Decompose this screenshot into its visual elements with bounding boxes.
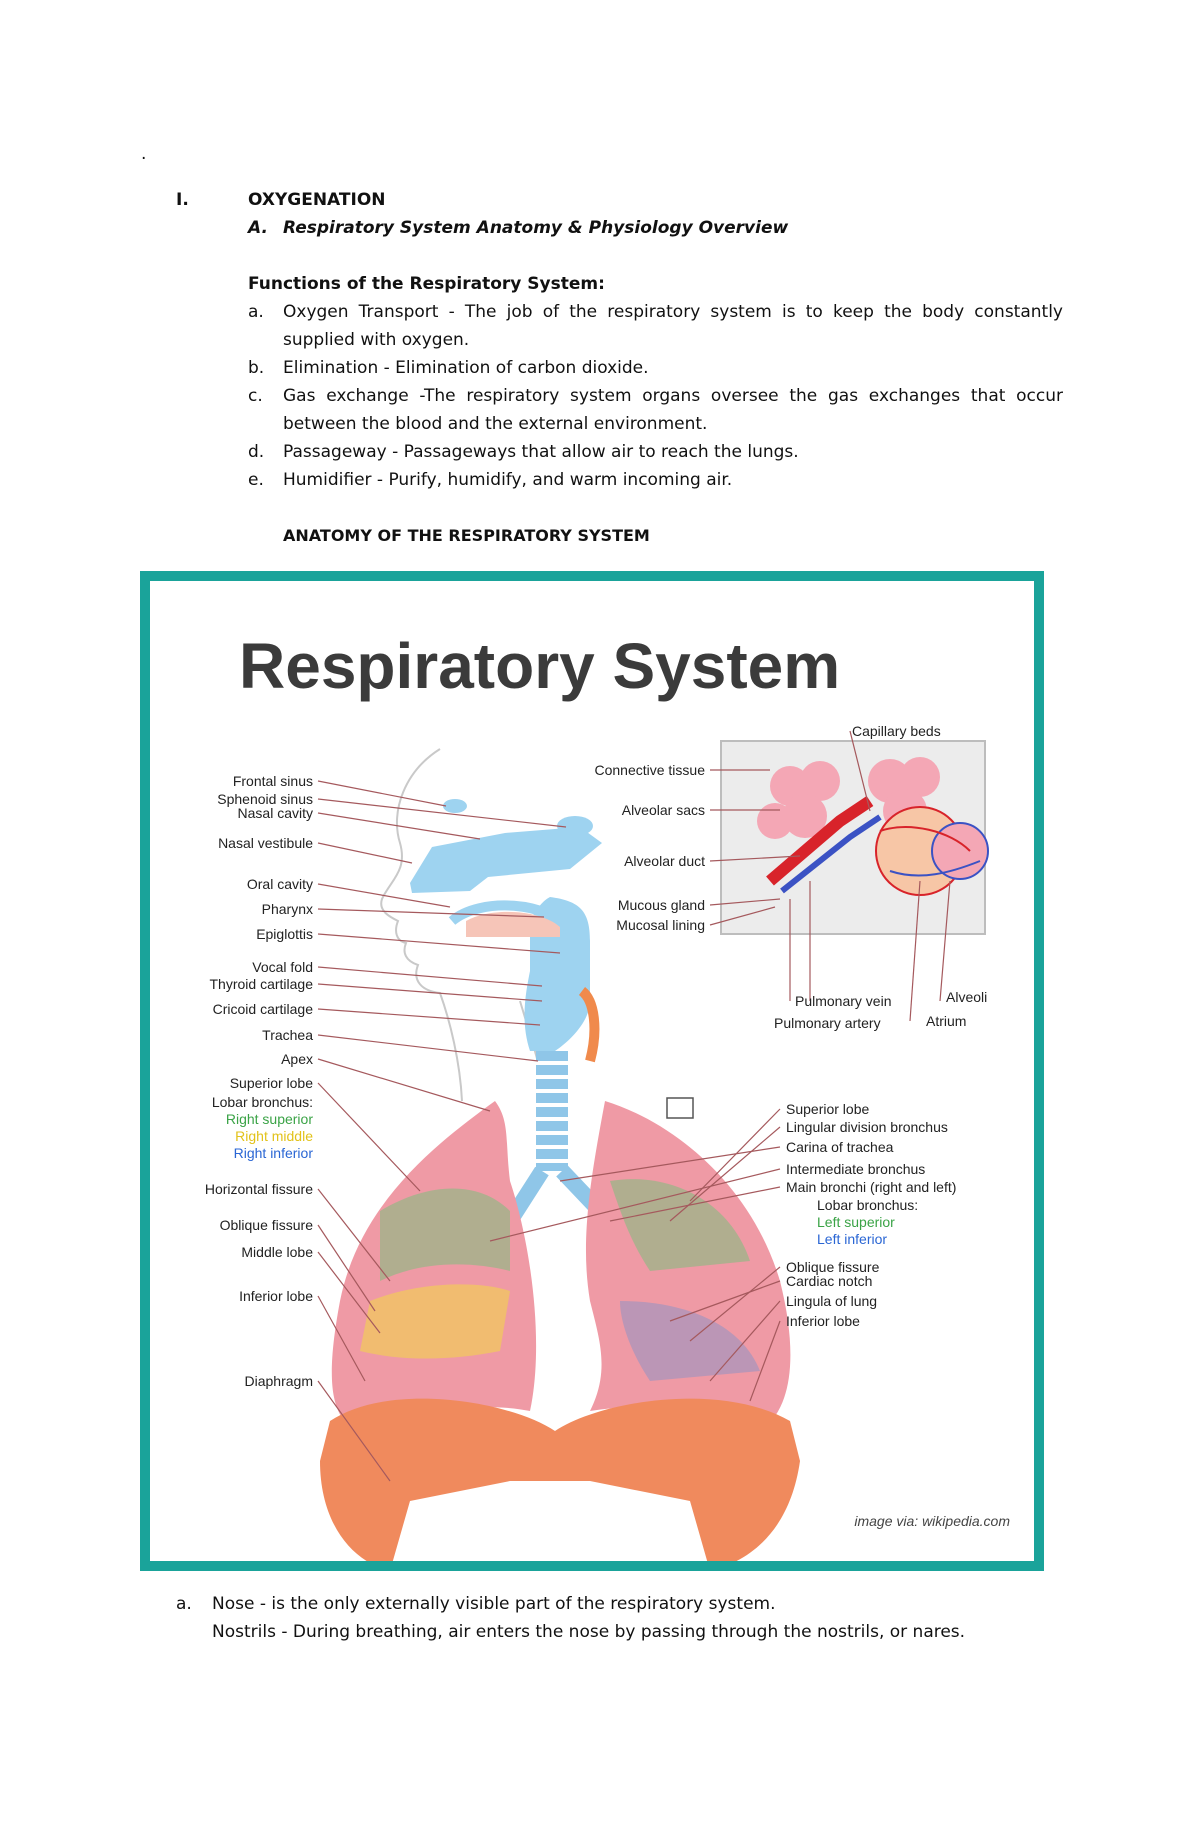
label-right-middle: Right middle <box>235 1128 313 1144</box>
label-lingular-division-bronchus: Lingular division bronchus <box>786 1119 948 1135</box>
label-superior-lobe-left: Superior lobe <box>786 1101 869 1117</box>
nose-letter: a. <box>176 1594 192 1614</box>
pulmonary-vein-shape <box>780 814 882 894</box>
label-lobar-bronchus-left: Lobar bronchus: <box>817 1197 918 1213</box>
label-oblique-fissure: Oblique fissure <box>220 1217 314 1233</box>
function-letter: c. <box>248 386 263 406</box>
label-right-superior: Right superior <box>226 1111 313 1127</box>
function-text: Oxygen Transport - The job of the respir… <box>283 298 1063 354</box>
function-line: between the blood and the external envir… <box>283 414 708 434</box>
label-diaphragm: Diaphragm <box>245 1373 313 1389</box>
label-alveolar-sacs: Alveolar sacs <box>622 802 705 818</box>
label-alveolar-duct: Alveolar duct <box>624 853 705 869</box>
function-letter: e. <box>248 470 264 490</box>
label-alveoli: Alveoli <box>946 989 987 1005</box>
label-trachea: Trachea <box>262 1027 313 1043</box>
label-intermediate-bronchus: Intermediate bronchus <box>786 1161 925 1177</box>
label-apex: Apex <box>281 1051 313 1067</box>
respiratory-diagram: Respiratory System <box>205 630 1010 1561</box>
section-numeral: I. <box>176 190 189 210</box>
label-frontal-sinus: Frontal sinus <box>233 773 313 789</box>
function-letter: b. <box>248 358 265 378</box>
left-leader-lines <box>317 780 567 1482</box>
label-mucosal-lining: Mucosal lining <box>616 917 705 933</box>
label-cricoid-cartilage: Cricoid cartilage <box>213 1001 314 1017</box>
label-capillary-beds: Capillary beds <box>852 723 941 739</box>
esophagus-shape <box>578 987 600 1063</box>
function-letter: d. <box>248 442 265 462</box>
frontal-sinus-shape <box>443 799 467 813</box>
label-pharynx: Pharynx <box>262 901 313 917</box>
function-text: Gas exchange -The respiratory system org… <box>283 382 1063 438</box>
label-carina-of-trachea: Carina of trachea <box>786 1139 894 1155</box>
function-line: Gas exchange -The respiratory system org… <box>283 386 1063 406</box>
label-mucous-gland: Mucous gland <box>618 897 705 913</box>
label-inferior-lobe: Inferior lobe <box>239 1288 313 1304</box>
figure-title: Respiratory System <box>239 630 840 702</box>
function-line: supplied with oxygen. <box>283 330 470 350</box>
label-sphenoid-sinus: Sphenoid sinus <box>217 791 313 807</box>
label-thyroid-cartilage: Thyroid cartilage <box>210 976 314 992</box>
label-pulmonary-artery: Pulmonary artery <box>774 1015 881 1031</box>
right-superior-lobe-tint <box>380 1188 510 1281</box>
functions-heading: Functions of the Respiratory System: <box>248 274 605 294</box>
function-letter: a. <box>248 302 264 322</box>
label-connective-tissue: Connective tissue <box>594 762 705 778</box>
anatomy-heading: ANATOMY OF THE RESPIRATORY SYSTEM <box>283 526 650 545</box>
label-lingula-of-lung: Lingula of lung <box>786 1293 877 1309</box>
nasal-cavity-shape <box>410 827 602 893</box>
label-oblique-fissure-left: Oblique fissure <box>786 1259 880 1275</box>
function-line: Oxygen Transport - The job of the respir… <box>283 302 1063 322</box>
label-superior-lobe: Superior lobe <box>230 1075 313 1091</box>
label-nasal-cavity: Nasal cavity <box>238 805 313 821</box>
capillary-bed-shape <box>875 806 989 896</box>
label-cardiac-notch: Cardiac notch <box>786 1273 872 1289</box>
label-epiglottis: Epiglottis <box>256 926 313 942</box>
subsection-letter: A. <box>248 218 268 238</box>
label-pulmonary-vein: Pulmonary vein <box>795 993 892 1009</box>
inset-leader-lines <box>709 730 951 1022</box>
label-right-inferior: Right inferior <box>234 1145 314 1161</box>
sphenoid-sinus-shape <box>557 816 593 836</box>
label-vocal-fold: Vocal fold <box>252 959 313 975</box>
nose-line: Nose - is the only externally visible pa… <box>212 1594 776 1614</box>
right-middle-lobe-tint <box>360 1284 510 1359</box>
stray-mark: . <box>141 144 147 164</box>
label-oral-cavity: Oral cavity <box>247 876 313 892</box>
function-line: Humidifier - Purify, humidify, and warm … <box>283 470 733 490</box>
image-credit: image via: wikipedia.com <box>854 1513 1010 1529</box>
function-line: Elimination - Elimination of carbon diox… <box>283 358 649 378</box>
nostrils-line: Nostrils - During breathing, air enters … <box>212 1622 966 1642</box>
respiratory-figure: Respiratory System <box>140 571 1044 1571</box>
label-inferior-lobe-left: Inferior lobe <box>786 1313 860 1329</box>
tongue-shape <box>466 911 560 937</box>
zoom-marker <box>666 1097 694 1119</box>
label-nasal-vestibule: Nasal vestibule <box>218 835 313 851</box>
label-middle-lobe: Middle lobe <box>241 1244 313 1260</box>
label-left-inferior: Left inferior <box>817 1231 887 1247</box>
right-leader-lines <box>489 1108 781 1402</box>
label-horizontal-fissure: Horizontal fissure <box>205 1181 313 1197</box>
diaphragm-shape <box>320 1398 800 1561</box>
pulmonary-artery-shape <box>766 796 874 886</box>
label-main-bronchi: Main bronchi (right and left) <box>786 1179 956 1195</box>
function-line: Passageway - Passageways that allow air … <box>283 442 799 462</box>
label-lobar-bronchus: Lobar bronchus: <box>212 1094 313 1110</box>
label-left-superior: Left superior <box>817 1214 895 1230</box>
subsection-title: Respiratory System Anatomy & Physiology … <box>283 218 789 238</box>
section-title: OXYGENATION <box>248 190 386 210</box>
label-atrium: Atrium <box>926 1013 966 1029</box>
